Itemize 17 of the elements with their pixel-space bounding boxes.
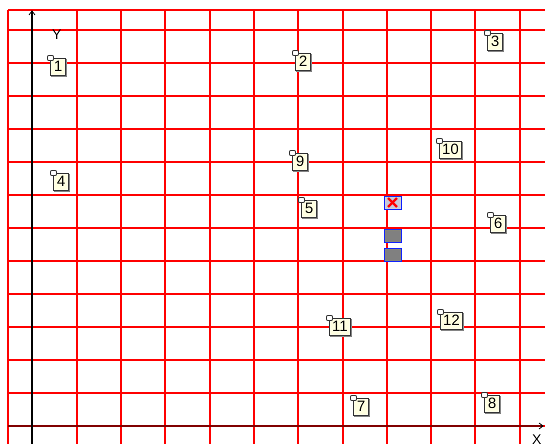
filled-box [384,248,402,262]
number-tag: 8 [484,395,500,413]
number-tag: 11 [329,318,351,336]
number-tag: 4 [53,173,69,191]
marked-box [384,196,402,210]
number-tag: 2 [295,53,311,71]
number-tag: 9 [292,153,308,171]
axis-label: X [532,432,542,444]
number-tag: 3 [487,33,503,51]
number-tag: 1 [50,58,66,76]
number-tag: 10 [439,141,462,159]
number-tag: 12 [440,312,463,330]
filled-box [384,229,402,243]
axis-label: Y [52,27,62,41]
number-tag: 5 [301,200,317,218]
number-tag: 6 [490,215,506,233]
number-tag: 7 [353,398,369,416]
